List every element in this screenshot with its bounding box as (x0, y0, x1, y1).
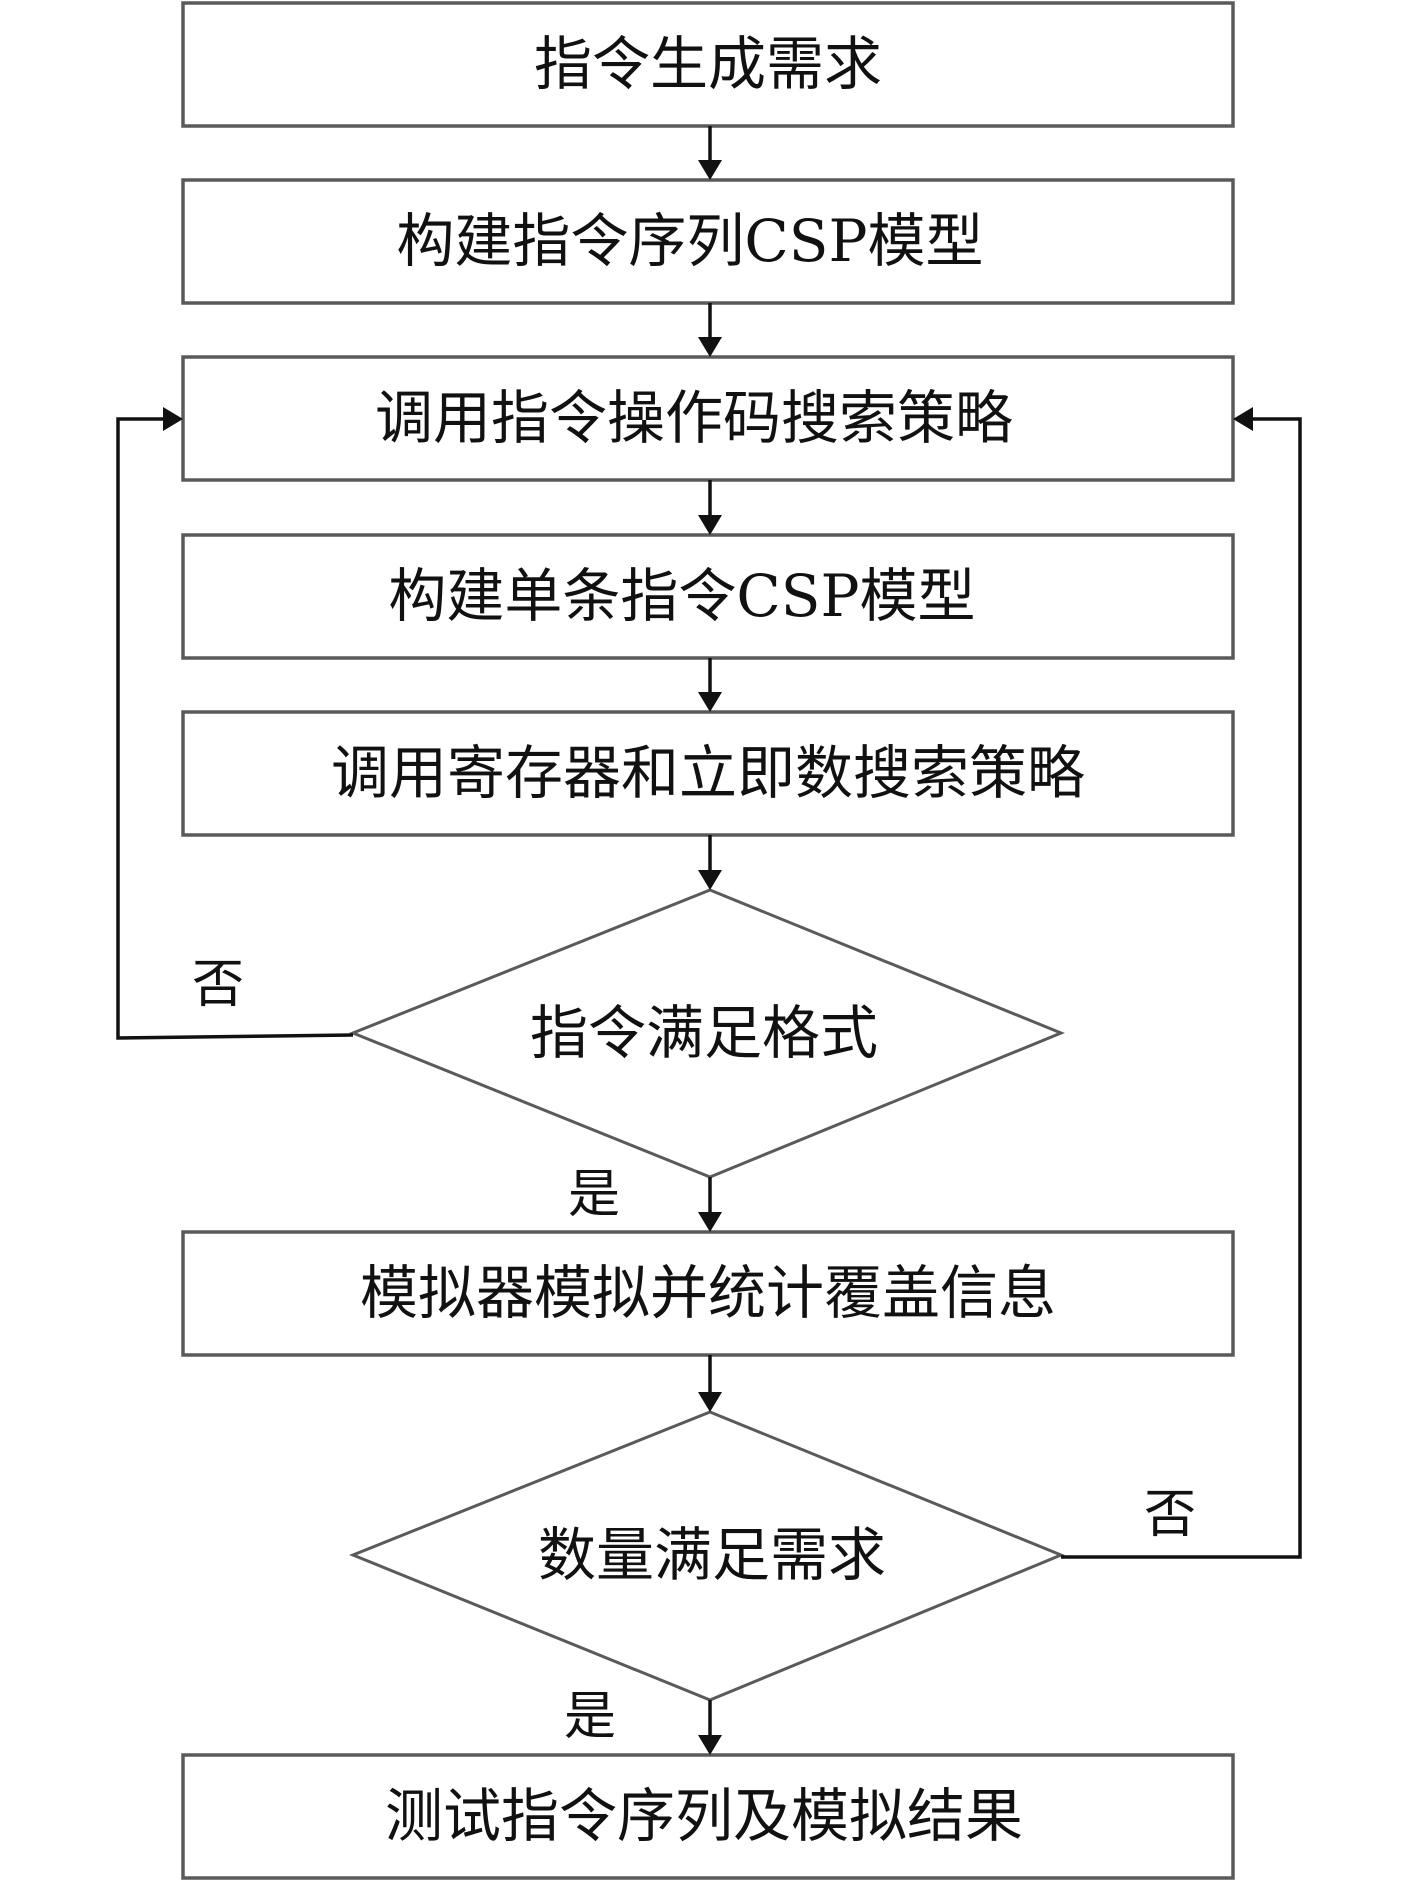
step-label-2: 构建指令序列CSP模型 (396, 207, 983, 275)
step-label-3: 调用指令操作码搜索策略 (375, 384, 1013, 452)
step-box-6: 模拟器模拟并统计覆盖信息 (181, 1230, 1235, 1357)
step-label-7: 测试指令序列及模拟结果 (385, 1782, 1023, 1850)
step-box-1: 指令生成需求 (181, 1, 1235, 128)
arrow-3-to-4 (698, 480, 722, 535)
branch-label-decision-1-no: 否 (192, 955, 244, 1015)
branch-label-decision-2-yes: 是 (564, 1687, 616, 1747)
arrow-decision-2-to-7 (698, 1700, 722, 1755)
decision-1: 指令满足格式 (348, 888, 1065, 1179)
loop-arrow-decision-2-no (1061, 407, 1302, 1559)
arrow-1-to-2 (698, 126, 722, 180)
arrow-2-to-3 (698, 303, 722, 357)
branch-label-decision-2-no: 否 (1144, 1485, 1196, 1545)
arrow-6-to-decision-2 (698, 1355, 722, 1412)
step-label-4: 构建单条指令CSP模型 (388, 562, 975, 630)
decision-2: 数量满足需求 (348, 1410, 1065, 1702)
step-box-3: 调用指令操作码搜索策略 (181, 355, 1235, 482)
arrow-decision-1-to-6 (698, 1177, 722, 1232)
step-box-5: 调用寄存器和立即数搜索策略 (181, 710, 1235, 837)
step-label-1: 指令生成需求 (534, 30, 882, 98)
arrow-4-to-5 (698, 658, 722, 712)
step-label-6: 模拟器模拟并统计覆盖信息 (360, 1259, 1056, 1327)
loop-arrow-decision-1-no (116, 407, 354, 1040)
step-box-4: 构建单条指令CSP模型 (181, 533, 1235, 660)
branch-label-decision-1-yes: 是 (568, 1165, 620, 1225)
decision-label-2: 数量满足需求 (538, 1521, 886, 1589)
step-box-2: 构建指令序列CSP模型 (181, 178, 1235, 305)
step-box-7: 测试指令序列及模拟结果 (181, 1753, 1235, 1880)
arrow-5-to-decision-1 (698, 835, 722, 890)
step-label-5: 调用寄存器和立即数搜索策略 (331, 739, 1085, 807)
decision-label-1: 指令满足格式 (530, 999, 878, 1067)
